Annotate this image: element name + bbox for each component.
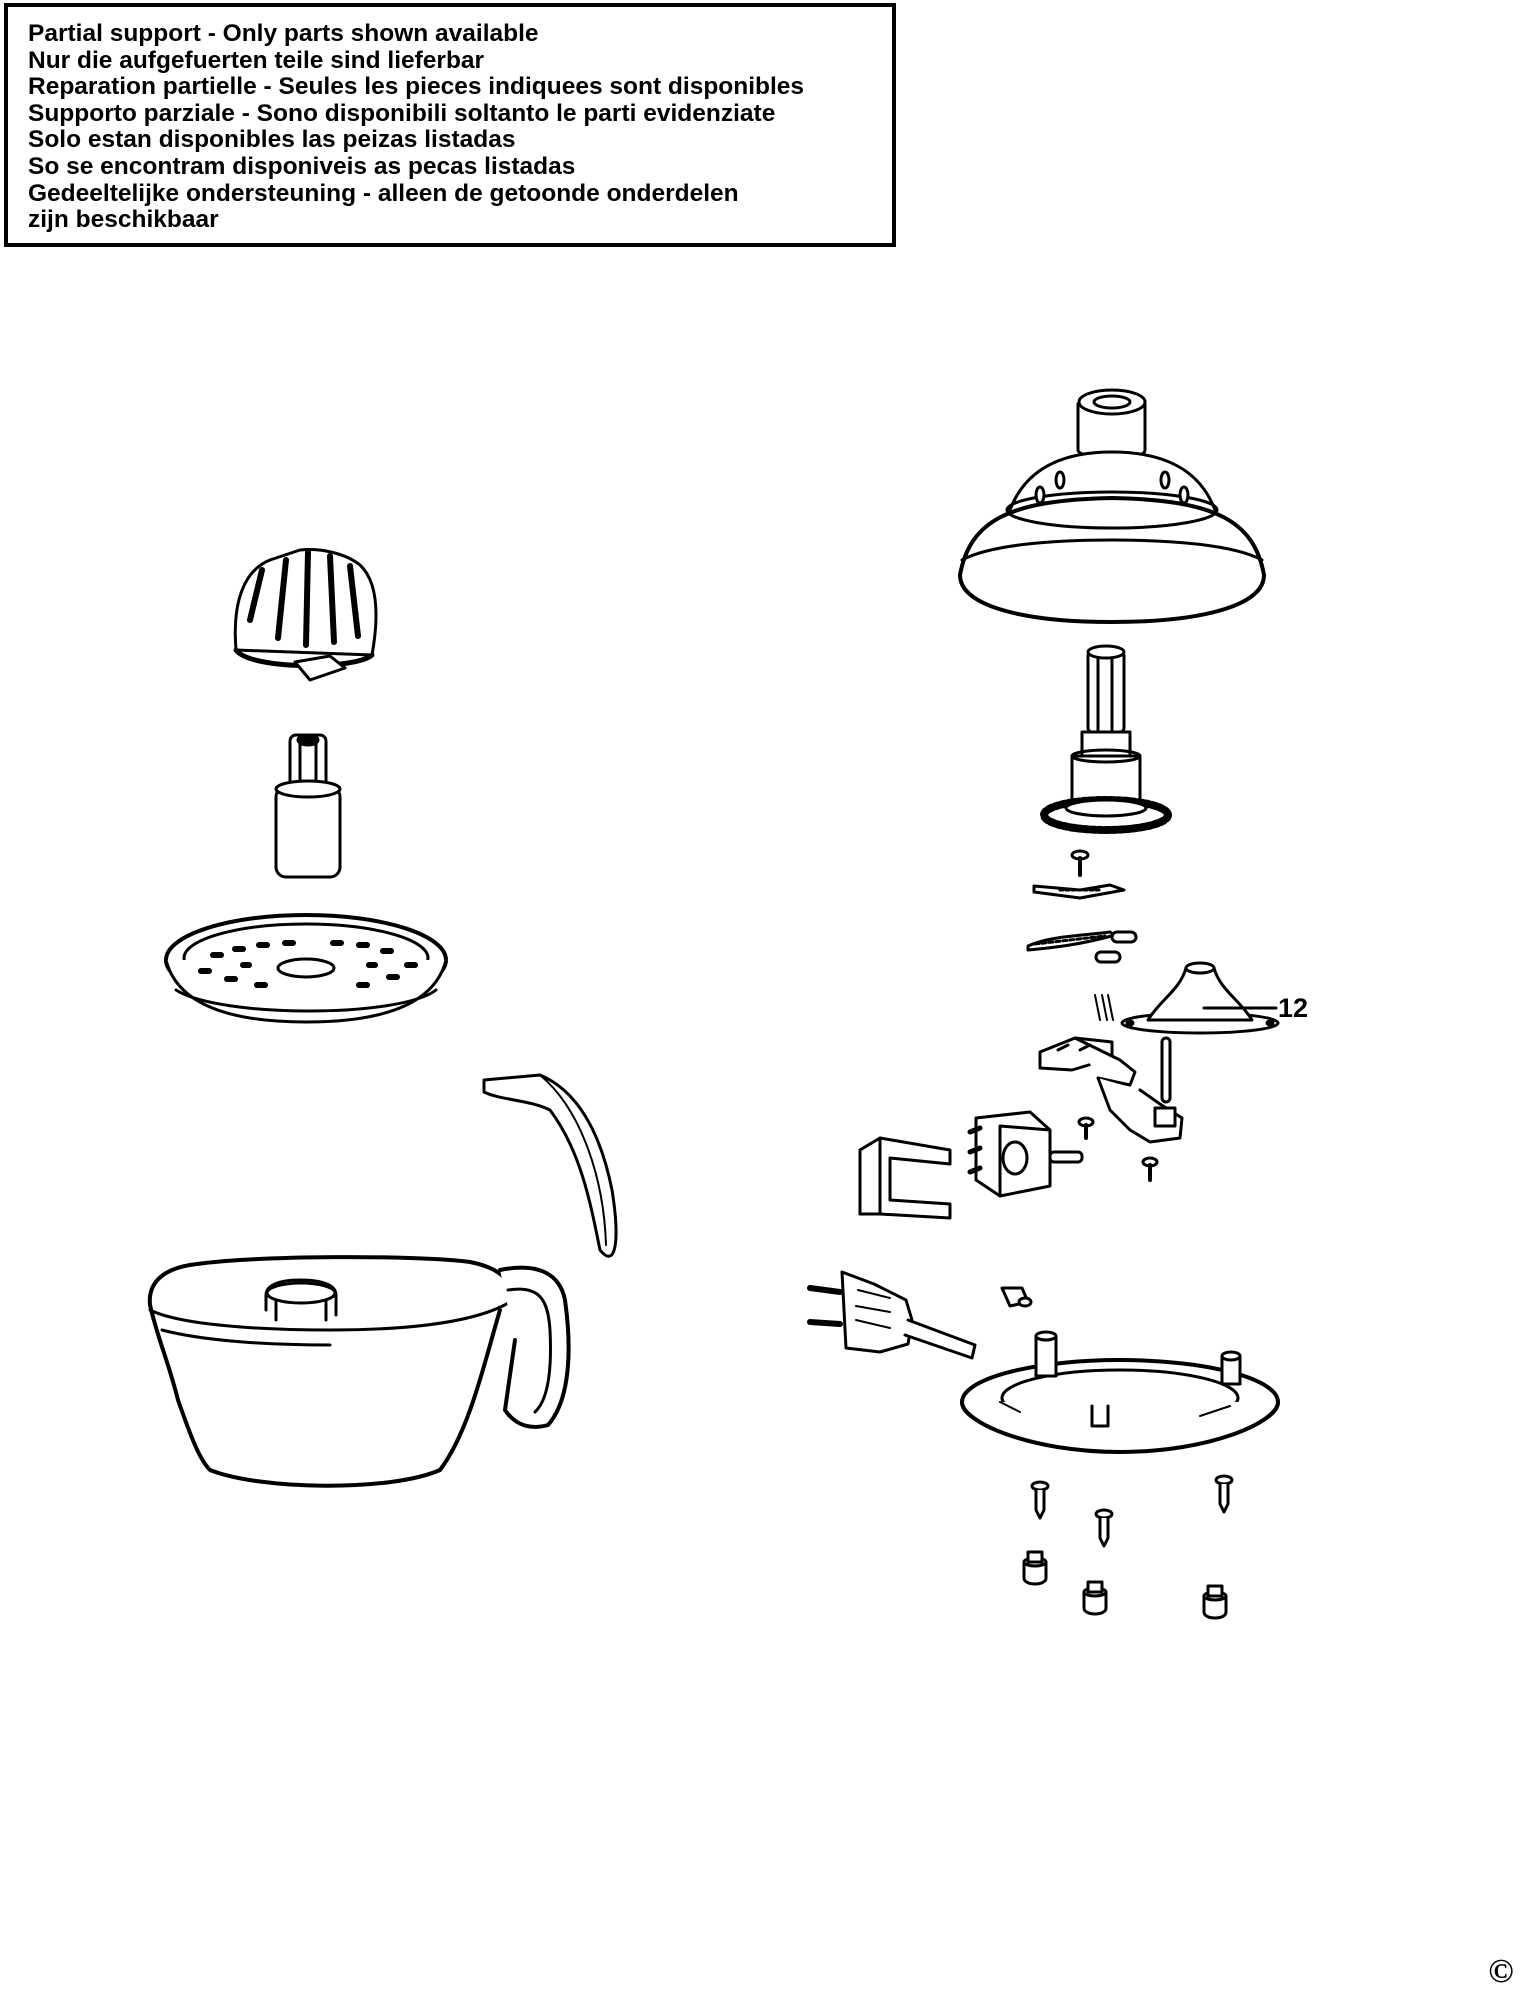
rubber-foot <box>1082 1580 1108 1616</box>
motor-clamp <box>858 1136 952 1220</box>
base-screw <box>1214 1474 1234 1514</box>
base-screw <box>1094 1508 1114 1548</box>
spring-clip-upper <box>1032 883 1126 900</box>
juicer-reamer-cone <box>233 548 378 682</box>
juicer-strainer-tray <box>164 913 448 1024</box>
switch-bracket-assembly <box>1038 994 1184 1144</box>
notice-line: zijn beschikbaar <box>28 206 219 234</box>
base-ring <box>960 1330 1280 1454</box>
pin-set <box>1094 930 1138 964</box>
drive-shaft-gear <box>1040 644 1172 834</box>
notice-line: Partial support - Only parts shown avail… <box>28 20 539 47</box>
notice-line: Reparation partielle - Seules les pieces… <box>28 73 805 101</box>
part-12-cone-washer <box>1120 961 1280 1035</box>
juice-jug <box>147 1255 571 1488</box>
partial-support-notice: Partial support - Only parts shown avail… <box>4 3 896 247</box>
notice-line: Gedeeltelijke ondersteuning - alleen de … <box>28 179 739 207</box>
jug-handle-grip <box>482 1073 618 1258</box>
dust-cover-dome <box>958 388 1266 624</box>
notice-line: So se encontram disponiveis as pecas lis… <box>28 152 576 180</box>
power-plug-cable <box>807 1270 977 1360</box>
callout-label-12: 12 <box>1278 993 1308 1023</box>
notice-line: Nur die aufgefuerten teile sind lieferba… <box>28 46 485 74</box>
reamer-spindle <box>274 733 342 879</box>
spring-clip-lower <box>1026 930 1117 952</box>
copyright-mark: © <box>1488 1953 1514 1990</box>
notice-line: Solo estan disponibles las peizas listad… <box>28 126 516 154</box>
base-screw <box>1030 1480 1050 1520</box>
rubber-foot <box>1022 1550 1048 1586</box>
rubber-foot <box>1202 1584 1228 1620</box>
notice-line: Supporto parziale - Sono disponibili sol… <box>28 99 776 127</box>
motor-unit <box>967 1110 1084 1198</box>
bracket-screw-left <box>1077 1116 1095 1140</box>
wire-connector <box>1000 1286 1033 1308</box>
gear-screw <box>1070 849 1090 877</box>
bracket-screw-right <box>1141 1156 1159 1182</box>
